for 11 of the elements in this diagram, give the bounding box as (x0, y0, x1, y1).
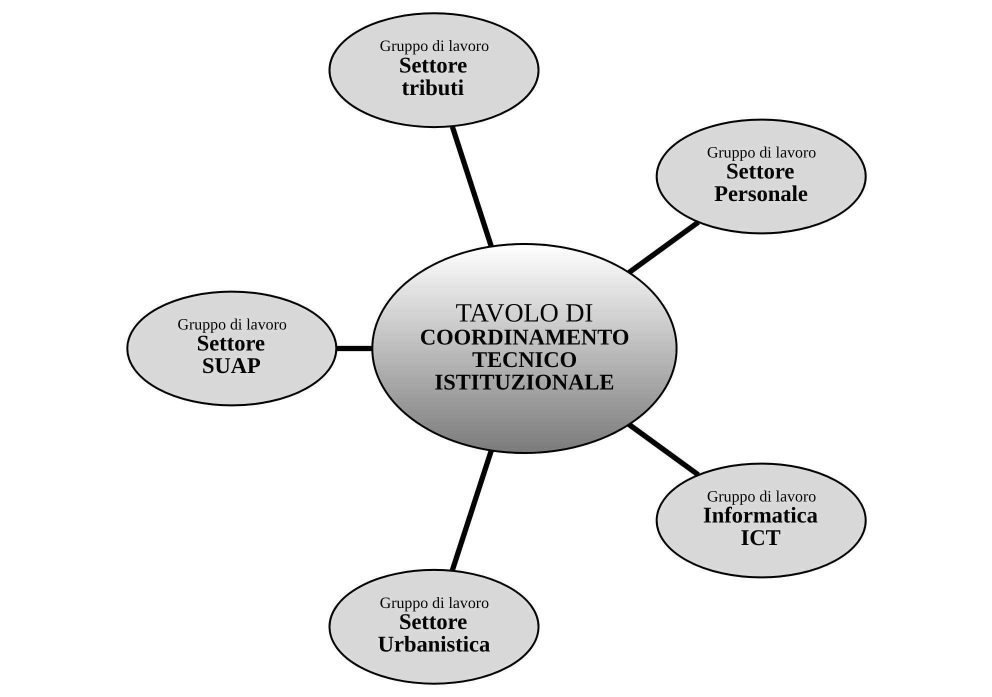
node-ellipse: Gruppo di lavoro Settore SUAP (126, 290, 337, 406)
connector (336, 346, 372, 352)
node-ellipse: Gruppo di lavoro Settore Urbanistica (328, 568, 540, 685)
connector (449, 450, 494, 572)
node-ellipse: TAVOLO DI COORDINAMENTO TECNICO ISTITUZIONALE (370, 242, 678, 454)
connector (626, 422, 700, 477)
node-ellipse: Gruppo di lavoro Informatica ICT (655, 462, 866, 578)
connector (626, 220, 700, 275)
node-ellipse: Gruppo di lavoro Settore tributi (328, 12, 540, 128)
node-ellipse: Gruppo di lavoro Settore Personale (655, 118, 866, 234)
connector (449, 126, 494, 248)
